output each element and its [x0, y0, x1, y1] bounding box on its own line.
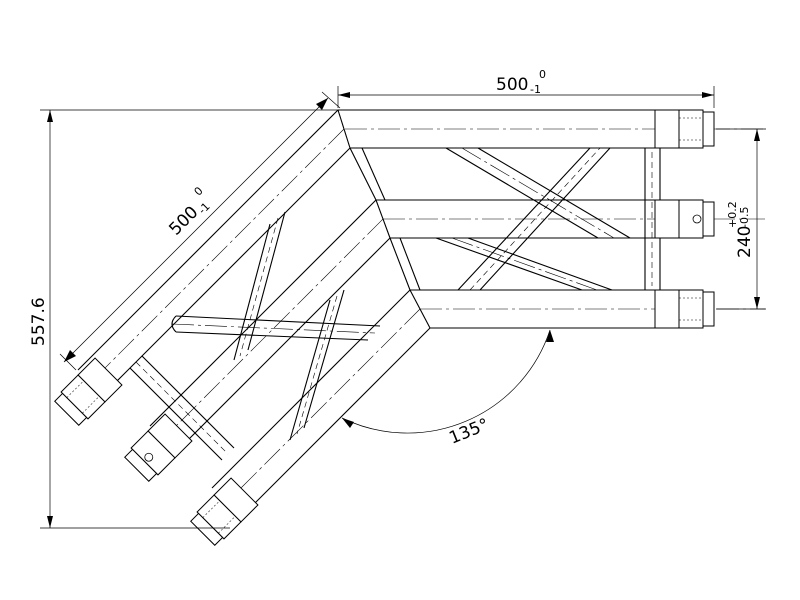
- dim-diagonal-upper-tol: 0: [192, 184, 206, 198]
- dimension-diagonal-length: 500 0 -1: [59, 91, 341, 371]
- dimension-height: 557.6: [29, 109, 338, 529]
- dim-spacing-lower-tol: -0.5: [738, 207, 751, 228]
- dimension-top-length: 500 0 -1: [337, 68, 715, 108]
- horizontal-end-caps: [654, 109, 715, 329]
- dim-top-upper-tol: 0: [539, 68, 546, 81]
- dim-spacing-upper-tol: +0.2: [726, 201, 739, 228]
- dimension-angle: 135°: [341, 329, 554, 449]
- dim-top-value: 500: [496, 75, 528, 95]
- dim-height-value: 557.6: [29, 297, 49, 346]
- dimension-spacing: 240 +0.2 -0.5: [716, 128, 766, 310]
- dim-spacing-value: 240: [735, 226, 755, 258]
- diagonal-end-caps: [54, 357, 259, 546]
- diagonal-arm: [54, 109, 431, 546]
- horizontal-arm: [338, 109, 765, 329]
- dim-top-lower-tol: -1: [530, 83, 541, 96]
